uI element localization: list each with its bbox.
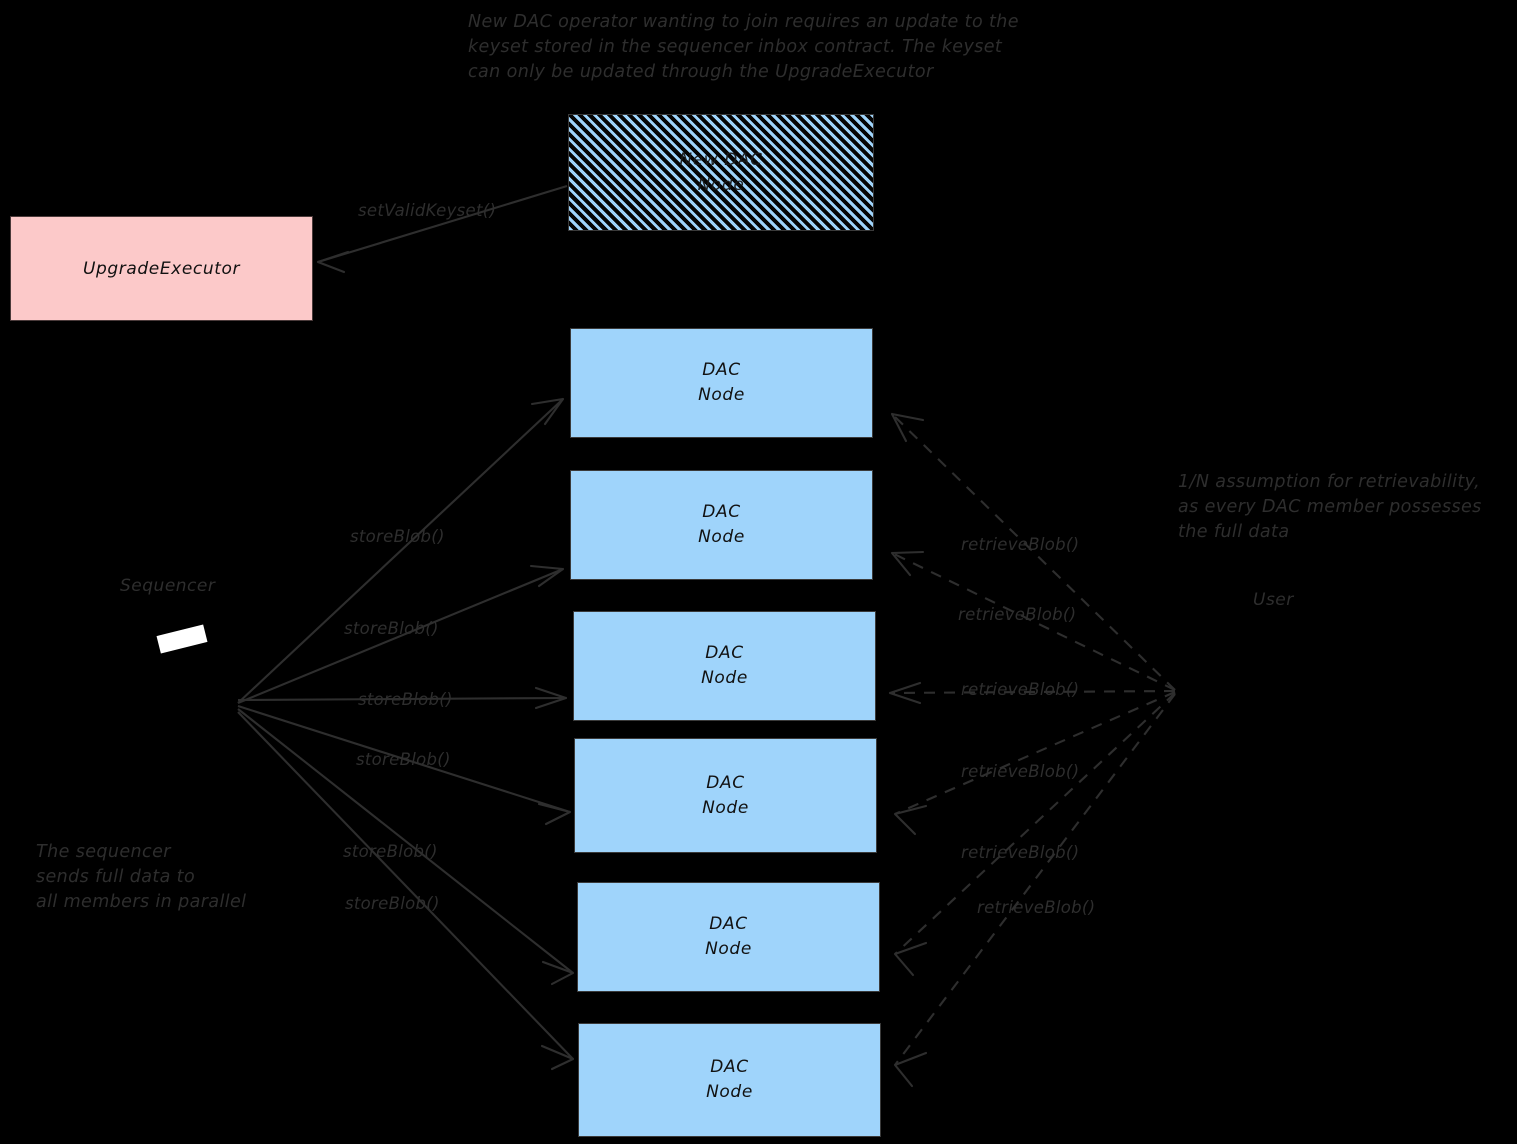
edge-label-retrieve-blob-2: retrieveBlob() — [958, 605, 1077, 624]
annotation-right-note: 1/N assumption for retrievability, as ev… — [1178, 472, 1482, 542]
dac-node-3-line1: DAC — [705, 643, 744, 663]
dac-node-box-3[interactable]: DAC Node — [573, 611, 876, 721]
dac-node-4-line1: DAC — [706, 772, 745, 793]
edge-store-blob-1 — [237, 397, 565, 704]
annotation-top-note: New DAC operator wanting to join require… — [468, 12, 1019, 82]
edge-label-retrieve-blob-6: retrieveBlob() — [977, 898, 1096, 917]
edge-label-retrieve-blob-5: retrieveBlob() — [961, 843, 1080, 862]
dac-node-box-4[interactable]: DAC Node — [574, 738, 877, 853]
dac-node-4-line2: Node — [702, 797, 749, 818]
dac-node-box-5[interactable]: DAC Node — [577, 882, 880, 992]
dac-node-box-6[interactable]: DAC Node — [578, 1023, 881, 1137]
dac-node-2-line2: Node — [698, 527, 745, 547]
edge-label-set-valid-keyset: setValidKeyset() — [358, 201, 497, 220]
dac-node-5-line1: DAC — [709, 914, 748, 934]
edge-label-store-blob-2: storeBlob() — [344, 619, 439, 638]
dac-node-1-line2: Node — [698, 385, 745, 405]
edge-label-store-blob-5: storeBlob() — [343, 842, 438, 861]
edge-label-retrieve-blob-3: retrieveBlob() — [961, 680, 1080, 699]
dac-node-3-line2: Node — [701, 668, 748, 688]
upgrade-executor-box[interactable]: UpgradeExecutor — [10, 216, 313, 321]
edge-label-store-blob-4: storeBlob() — [356, 750, 451, 769]
edge-label-store-blob-1: storeBlob() — [350, 527, 445, 546]
edge-label-store-blob-3: storeBlob() — [358, 690, 453, 709]
edge-set-valid-keyset — [316, 184, 568, 274]
sequencer-icon — [156, 624, 208, 654]
dac-node-1-line1: DAC — [702, 360, 741, 380]
sequencer-label: Sequencer — [120, 576, 216, 596]
dac-node-6-line2: Node — [706, 1082, 753, 1102]
edge-label-retrieve-blob-4: retrieveBlob() — [961, 762, 1080, 781]
edge-retrieve-blob-6 — [893, 693, 1176, 1088]
edge-label-retrieve-blob-1: retrieveBlob() — [961, 535, 1080, 554]
dac-node-2-line1: DAC — [702, 502, 741, 522]
dac-node-box-1[interactable]: DAC Node — [570, 328, 873, 438]
annotation-left-note: The sequencer sends full data to all mem… — [36, 842, 247, 912]
upgrade-executor-label: UpgradeExecutor — [82, 258, 241, 279]
edge-label-store-blob-6: storeBlob() — [345, 894, 440, 913]
dac-node-5-line2: Node — [705, 939, 752, 959]
new-dac-node-box[interactable]: New DAC Node — [568, 114, 874, 231]
new-dac-node-line1: New DAC — [679, 149, 763, 170]
user-label: User — [1253, 590, 1294, 610]
edge-retrieve-blob-5 — [893, 692, 1176, 977]
dac-node-box-2[interactable]: DAC Node — [570, 470, 873, 580]
dac-node-6-line1: DAC — [710, 1057, 749, 1077]
new-dac-node-line2: Node — [697, 174, 745, 195]
